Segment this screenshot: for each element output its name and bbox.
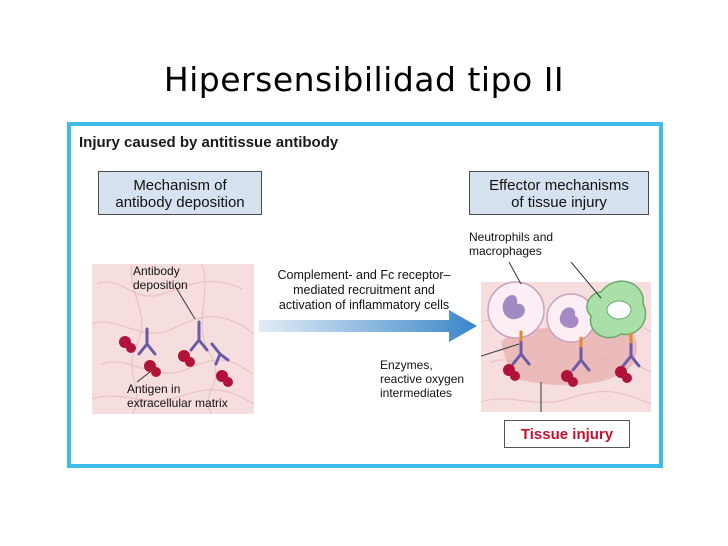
recruitment-text: Complement- and Fc receptor– mediated re… — [259, 268, 469, 313]
antigen-label: Antigen in extracellular matrix — [127, 382, 228, 410]
figure-frame: Injury caused by antitissue antibody Mec… — [67, 122, 663, 468]
tissue-injury-label: Tissue injury — [504, 420, 630, 448]
mechanism-box-line2: antibody deposition — [99, 194, 261, 211]
neutrophils-macrophages-label: Neutrophils and macrophages — [469, 230, 553, 258]
effector-mechanism-illustration — [481, 262, 651, 412]
effector-box-line2: of tissue injury — [470, 194, 648, 211]
enzymes-label: Enzymes, reactive oxygen intermediates — [380, 358, 464, 400]
effector-box: Effector mechanisms of tissue injury — [469, 171, 649, 215]
mechanism-box-line1: Mechanism of — [99, 177, 261, 194]
slide-title: Hipersensibilidad tipo II — [0, 60, 728, 99]
antibody-deposition-label: Antibody deposition — [133, 264, 188, 292]
mechanism-box: Mechanism of antibody deposition — [98, 171, 262, 215]
figure-heading: Injury caused by antitissue antibody — [79, 134, 338, 151]
effector-box-line1: Effector mechanisms — [470, 177, 648, 194]
